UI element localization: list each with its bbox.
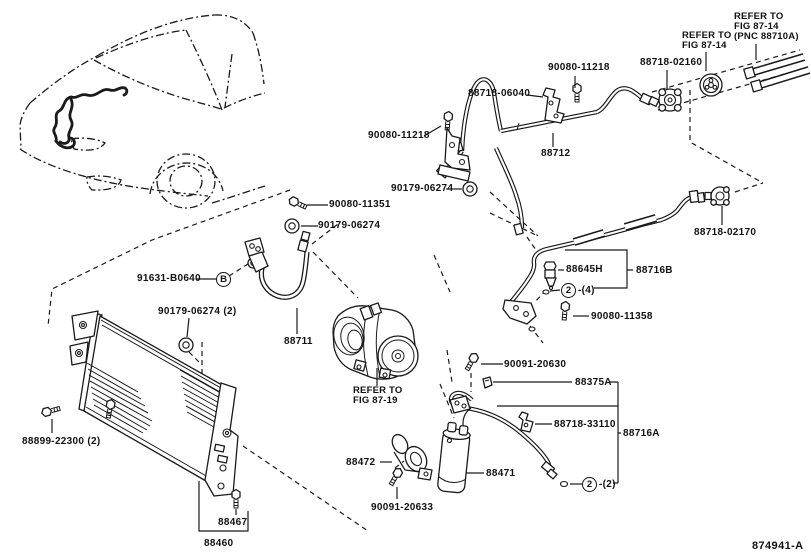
part-label-90091-20630: 90091-20630: [504, 359, 567, 370]
qty-label-2: -(2): [599, 479, 616, 490]
part-label-88716B: 88716B: [636, 265, 673, 276]
grommet-icon: [178, 337, 194, 353]
drawing-code: 874941-A: [752, 540, 804, 552]
part-label-88718-33110: 88718-33110: [554, 419, 616, 430]
suction-hose-88711: [244, 230, 311, 300]
part-label-88471: 88471: [486, 468, 516, 479]
condenser: [69, 310, 249, 532]
refer-note-fig87-14: REFER TO FIG 87-14: [682, 30, 732, 51]
heater-tubes: [743, 53, 811, 93]
engine-bay-piping: [52, 86, 129, 150]
pressure-switch-88645H: [542, 261, 557, 295]
part-label-88472: 88472: [346, 457, 376, 468]
bolt-icon: [286, 195, 309, 212]
part-label-90179-06274-mid: 90179-06274: [391, 183, 454, 194]
fasteners: [40, 82, 582, 509]
refer-note-fig87-19: REFER TO FIG 87-19: [353, 385, 403, 406]
car-sketch: [19, 14, 266, 209]
part-label-88712: 88712: [541, 148, 571, 159]
part-label-88718-06040: 88718-06040: [468, 88, 531, 99]
connector-88718-02160: [658, 88, 682, 112]
part-label-88467: 88467: [218, 517, 248, 528]
liquid-pipe-88716B: [502, 189, 706, 332]
leader-lines: [51, 44, 757, 515]
bolt-icon: [462, 350, 481, 373]
part-label-88716A: 88716A: [623, 428, 660, 439]
marker-circle-2-lower: 2: [582, 477, 597, 492]
bracket-88472: [391, 433, 433, 481]
part-label-90179-06274-cond: 90179-06274 (2): [158, 306, 237, 317]
compressor: [332, 302, 419, 380]
part-label-90080-11218-left: 90080-11218: [368, 130, 430, 141]
part-label-90179-06274-left: 90179-06274: [318, 220, 381, 231]
receiver-drier-88471: [437, 421, 471, 494]
part-label-90091-20633: 90091-20633: [371, 502, 434, 513]
part-label-90080-11351: 90080-11351: [329, 199, 391, 210]
refer-note-fig87-14-pnc: REFER TO FIG 87-14 (PNC 88710A): [734, 11, 799, 42]
discharge-pipe-88712: [435, 77, 660, 236]
bolt-icon: [559, 300, 571, 321]
bolt-icon: [572, 82, 582, 103]
bolt-icon: [231, 488, 241, 509]
qty-label-4: -(4): [578, 285, 595, 296]
part-label-88711: 88711: [284, 336, 313, 347]
marker-circle-b: B: [216, 272, 231, 287]
part-label-88718-02170: 88718-02170: [694, 227, 757, 238]
part-label-88645H: 88645H: [566, 264, 603, 275]
part-label-88899-22300: 88899-22300 (2): [22, 436, 101, 447]
part-label-90080-11358: 90080-11358: [591, 311, 653, 322]
condenser-fins: [86, 362, 229, 434]
part-label-91631-B0640: 91631-B0640: [137, 273, 201, 284]
part-label-88718-02160: 88718-02160: [640, 57, 703, 68]
joint-flange: [699, 73, 723, 97]
part-label-88375A: 88375A: [575, 377, 612, 388]
connector-88718-02170: [704, 186, 730, 206]
part-label-88460: 88460: [204, 538, 234, 549]
part-label-90080-11218-top: 90080-11218: [548, 62, 610, 73]
bolt-icon: [40, 403, 62, 418]
marker-circle-2-upper: 2: [561, 283, 576, 298]
grommet-icon: [462, 181, 478, 197]
bolt-icon: [442, 110, 454, 131]
phantom-lines: [47, 49, 807, 532]
bolt-icon: [386, 465, 405, 488]
grommet-icon: [284, 218, 300, 234]
